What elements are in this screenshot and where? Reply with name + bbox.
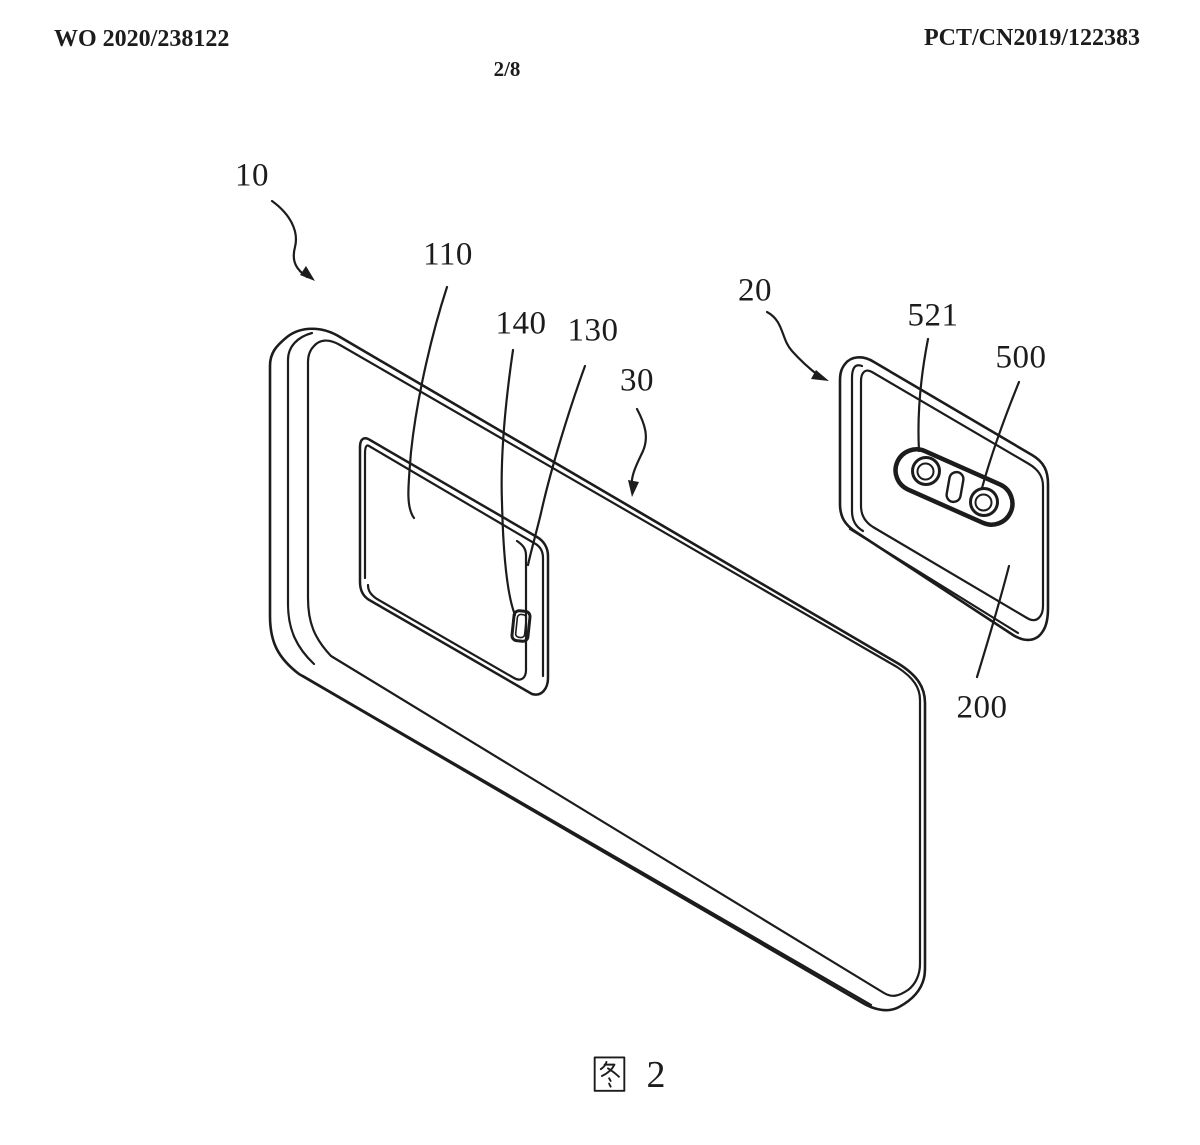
leader-lines [270,199,1021,679]
phone-left-edge-contour [286,331,316,666]
phone-face-edge [306,339,922,997]
arrowhead-20 [811,370,829,381]
tu-dot-2 [608,1082,612,1088]
figure-caption: 2 图 2 [591,1054,666,1095]
flash-pill [945,470,965,504]
camera-recess [358,437,550,696]
tu-dot-1 [608,1077,612,1082]
camera-island [893,447,1015,527]
phone-bottom-edge-contour [301,674,873,1007]
phone-rear-housing [268,327,927,1012]
ref-label-10: 10 [235,157,269,194]
leader-10 [270,199,309,279]
lens-left-outer [911,456,941,486]
module-face-edge [859,369,1045,622]
tu-stroke-1 [599,1061,608,1071]
tu-stroke-3 [607,1067,620,1078]
caption-tu-glyph [593,1056,626,1092]
leader-30 [630,407,647,491]
ref-label-521: 521 [907,297,959,334]
ref-label-140: 140 [495,305,547,342]
ref-label-200: 200 [956,689,1008,726]
ref-label-110: 110 [423,236,473,273]
leader-200 [975,564,1011,679]
arrowhead-10 [300,266,315,281]
lens-right-inner [974,493,993,512]
recess-outer-rim [358,437,550,696]
camera-module [838,356,1050,642]
leader-20 [765,310,821,378]
leader-130 [526,364,587,567]
leader-500 [980,380,1021,490]
sheet-number: 2/8 [493,57,521,81]
lens-left-inner [916,462,935,481]
recess-floor-edge [366,539,528,681]
ref-label-30: 30 [620,362,654,399]
leader-140 [500,348,517,617]
module-outer-silhouette [838,356,1050,642]
publication-number: WO 2020/238122 [54,26,230,52]
leader-521 [917,337,930,453]
module-left-edge-contour [850,364,865,533]
leader-110 [407,285,449,520]
camera-plate-outline [893,447,1015,527]
connector-inner [514,613,528,639]
connector-outer [510,609,532,643]
tu-enclosure [593,1056,626,1092]
lens-right-outer [969,487,999,517]
recess-rim-lip [363,444,545,678]
application-number: PCT/CN2019/122383 [924,25,1140,51]
figure-number: 2 [646,1053,666,1096]
ref-label-130: 130 [567,312,619,349]
module-bottom-edge-contour [848,527,1020,635]
phone-outer-silhouette [268,327,927,1012]
connector-140 [510,609,532,643]
arrowhead-30 [628,480,639,497]
ref-label-20: 20 [738,272,772,309]
ref-label-500: 500 [995,339,1047,376]
